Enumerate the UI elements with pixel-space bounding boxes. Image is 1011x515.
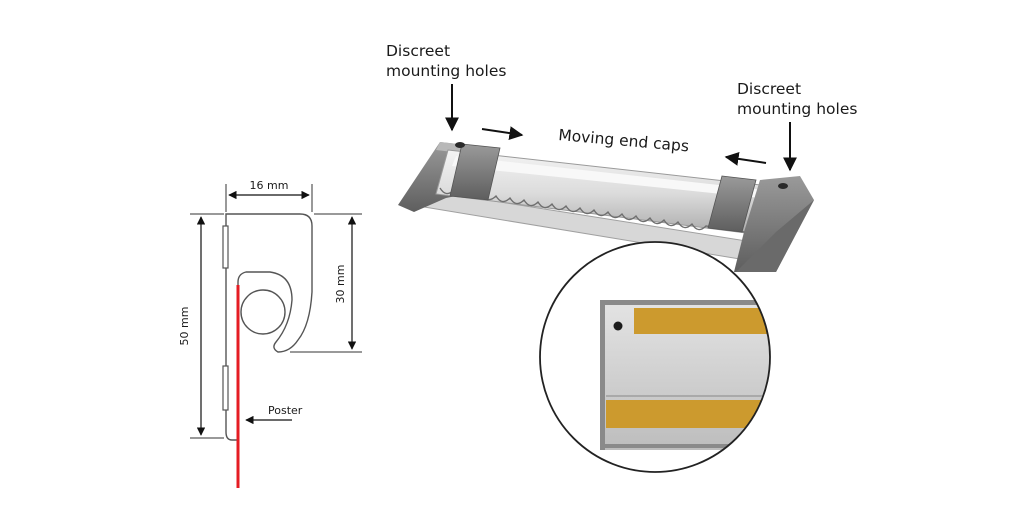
mounting-hole-left (455, 142, 465, 148)
end-caps-arrow-left (481, 126, 524, 141)
mounting-hole-right (778, 183, 788, 189)
adhesive-strip-bottom (222, 365, 229, 411)
end-caps-label: Moving end caps (558, 126, 690, 155)
poster-label: Poster (268, 404, 303, 417)
adhesive-tape-bottom (606, 400, 770, 428)
product-render: Discreet mounting holes Discreet mountin… (386, 42, 857, 272)
detail-plate-edge-top (600, 300, 770, 305)
mounting-holes-left-line1: Discreet (386, 42, 450, 60)
detail-circle-outline (539, 241, 771, 473)
detail-plate-edge-left (600, 300, 605, 450)
detail-plate-edge-bottom (600, 444, 770, 448)
moving-end-cap-left (449, 143, 501, 201)
profile-cross-section: 16 mm 50 mm 30 mm Poster (178, 179, 362, 488)
adhesive-tape-top (634, 308, 770, 334)
width-label: 16 mm (250, 179, 289, 192)
adhesive-strip-top (222, 225, 229, 269)
detail-magnifier (539, 241, 771, 473)
profile-outline (225, 213, 313, 441)
mounting-holes-right-line2: mounting holes (737, 100, 857, 118)
moving-end-cap-right (707, 175, 757, 233)
grip-roller (240, 289, 286, 335)
height-label: 50 mm (178, 307, 191, 346)
inner-height-label: 30 mm (334, 265, 347, 304)
right-end-cap-face (736, 200, 814, 272)
end-caps-arrow-right (724, 151, 767, 166)
mounting-holes-left-line2: mounting holes (386, 62, 506, 80)
detail-mounting-hole (613, 321, 623, 331)
mounting-holes-right-line1: Discreet (737, 80, 801, 98)
right-end-cap (734, 176, 814, 272)
rail-highlight (452, 156, 782, 200)
